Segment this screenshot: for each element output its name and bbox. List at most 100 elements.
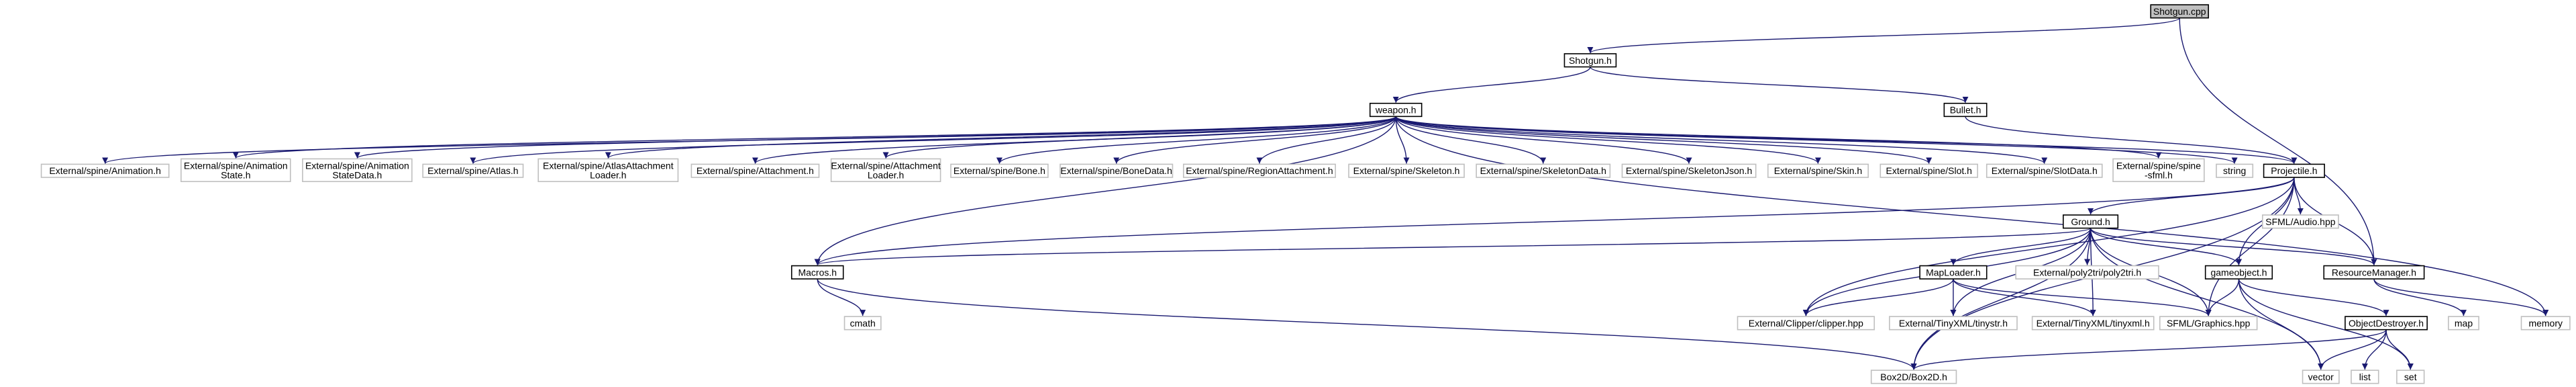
node-box — [2302, 370, 2340, 384]
node-label: External/Clipper/clipper.hpp — [1749, 318, 1863, 329]
node-label: StateData.h — [332, 169, 382, 180]
node-atlas-h: External/spine/Atlas.h — [422, 163, 524, 178]
node-gameobject-h[interactable]: gameobject.h — [2204, 265, 2273, 280]
edge-line — [2385, 329, 2414, 370]
edge-line — [233, 116, 1396, 159]
edge-weapon_h-to-skeleton_h — [1395, 116, 1410, 164]
node-label: External/spine/Slot.h — [1886, 165, 1972, 176]
edge-line — [1395, 116, 2298, 165]
edge-line — [2238, 278, 2389, 316]
edge-weapon_h-to-atlas_h — [470, 116, 1396, 165]
edge-line — [1590, 66, 1969, 103]
node-box — [2448, 316, 2479, 331]
node-sfml-audio: SFML/Audio.hpp — [2262, 214, 2339, 229]
node-label: External/spine/Attachment.h — [697, 165, 814, 176]
node-clipper-hpp: External/Clipper/clipper.hpp — [1737, 316, 1875, 331]
node-string: string — [2216, 163, 2254, 178]
node-box — [2159, 316, 2258, 331]
node-maploader-h[interactable]: MapLoader.h — [1919, 265, 1988, 280]
edge-weapon_h-to-attachloader_h — [882, 116, 1396, 159]
edge-gameobject_h-to-vector — [2238, 279, 2324, 370]
edge-gameobject_h-to-set — [2238, 279, 2414, 370]
node-label: Ground.h — [2071, 216, 2110, 227]
node-label: Shotgun.h — [1569, 55, 1612, 66]
node-label: External/TinyXML/tinystr.h — [1899, 318, 2008, 329]
node-resourcemanager-h[interactable]: ResourceManager.h — [2323, 265, 2425, 280]
edge-line — [2088, 177, 2295, 215]
node-skeleton-h: External/spine/Skeleton.h — [1348, 163, 1465, 178]
edge-macros_h-to-box2d_h — [817, 278, 1917, 370]
edge-line — [1392, 67, 1591, 103]
edge-line — [1802, 177, 2295, 316]
node-label: External/spine/Animation — [184, 160, 288, 171]
node-box — [690, 163, 820, 178]
node-box — [302, 158, 413, 183]
node-map: map — [2448, 316, 2479, 331]
node-projectile-h[interactable]: Projectile.h — [2263, 163, 2325, 178]
node-label: External/TinyXML/tinyxml.h — [2037, 318, 2150, 329]
edge-line — [1910, 329, 2387, 370]
node-objectdestroyer-h[interactable]: ObjectDestroyer.h — [2345, 316, 2428, 331]
node-skeletonjson-h: External/spine/SkeletonJson.h — [1621, 163, 1757, 178]
node-sfml-graphics: SFML/Graphics.hpp — [2159, 316, 2258, 331]
edge-objectdestroyer_h-to-set — [2385, 329, 2414, 370]
node-memory: memory — [2520, 316, 2571, 331]
edge-line — [2090, 228, 2324, 370]
node-box — [422, 163, 524, 178]
node-shotgun-h[interactable]: Shotgun.h — [1563, 53, 1617, 68]
node-label: Bullet.h — [1950, 105, 1981, 116]
node-label: External/spine/Atlas.h — [427, 165, 518, 176]
node-label: External/spine/Animation.h — [49, 165, 161, 176]
node-skin-h: External/spine/Skin.h — [1767, 163, 1869, 178]
edge-line — [1395, 116, 1692, 164]
edge-line — [1950, 228, 2092, 265]
node-box — [2204, 265, 2273, 280]
node-box — [2323, 265, 2425, 280]
node-label: Loader.h — [868, 169, 905, 180]
node-label: memory — [2528, 318, 2563, 329]
edge-shotgun_cpp-to-resourcemanager_h — [2179, 17, 2377, 265]
edge-line — [815, 177, 2295, 265]
node-set: set — [2396, 370, 2425, 384]
node-bone-h: External/spine/Bone.h — [950, 163, 1049, 178]
node-ground-h[interactable]: Ground.h — [2063, 214, 2119, 229]
edge-line — [2205, 279, 2240, 316]
edge-shotgun_h-to-bullet_h — [1590, 66, 1969, 103]
node-label: External/spine/SlotData.h — [1992, 165, 2098, 176]
node-regionattach-h: External/spine/RegionAttachment.h — [1182, 163, 1336, 178]
edge-maploader_h-to-clipper_hpp — [1802, 278, 1954, 316]
node-bullet-h[interactable]: Bullet.h — [1943, 102, 1988, 118]
edge-line — [817, 278, 1917, 370]
node-label: Projectile.h — [2271, 165, 2317, 176]
node-label: SFML/Graphics.hpp — [2167, 318, 2251, 329]
edge-objectdestroyer_h-to-box2d_h — [1910, 329, 2387, 370]
edge-projectile_h-to-sfml_graphics — [2205, 177, 2295, 316]
edge-line — [1395, 116, 1933, 165]
node-box2d-h: Box2D/Box2D.h — [1870, 370, 1957, 384]
node-box — [1737, 316, 1875, 331]
node-label: External/spine/RegionAttachment.h — [1186, 165, 1333, 176]
edge-line — [882, 116, 1396, 159]
node-macros-h[interactable]: Macros.h — [790, 265, 844, 280]
node-label: External/spine/spine — [2116, 160, 2201, 171]
node-cmath: cmath — [843, 316, 882, 331]
node-weapon-h[interactable]: weapon.h — [1369, 102, 1423, 118]
node-label: External/spine/SkeletonJson.h — [1626, 165, 1752, 176]
node-tinystr-h: External/TinyXML/tinystr.h — [1889, 316, 2018, 331]
node-label: MapLoader.h — [1926, 267, 1981, 277]
node-label: weapon.h — [1375, 105, 1416, 116]
node-label: External/spine/Bone.h — [954, 165, 1045, 176]
edge-weapon_h-to-memory — [1395, 116, 2549, 316]
node-label: External/spine/Skeleton.h — [1353, 165, 1460, 176]
edge-weapon_h-to-bonedata_h — [1113, 116, 1396, 164]
edge-layer — [102, 17, 2549, 370]
edge-projectile_h-to-ground_h — [2088, 177, 2295, 215]
node-label: External/spine/AtlasAttachment — [543, 160, 674, 171]
node-label: Macros.h — [798, 267, 837, 277]
edge-line — [470, 116, 1396, 165]
edge-line — [1395, 116, 1547, 164]
node-shotgun-cpp[interactable]: Shotgun.cpp — [2150, 4, 2210, 19]
edge-weapon_h-to-skeletondata_h — [1395, 116, 1547, 164]
node-label: Shotgun.cpp — [2153, 6, 2206, 17]
